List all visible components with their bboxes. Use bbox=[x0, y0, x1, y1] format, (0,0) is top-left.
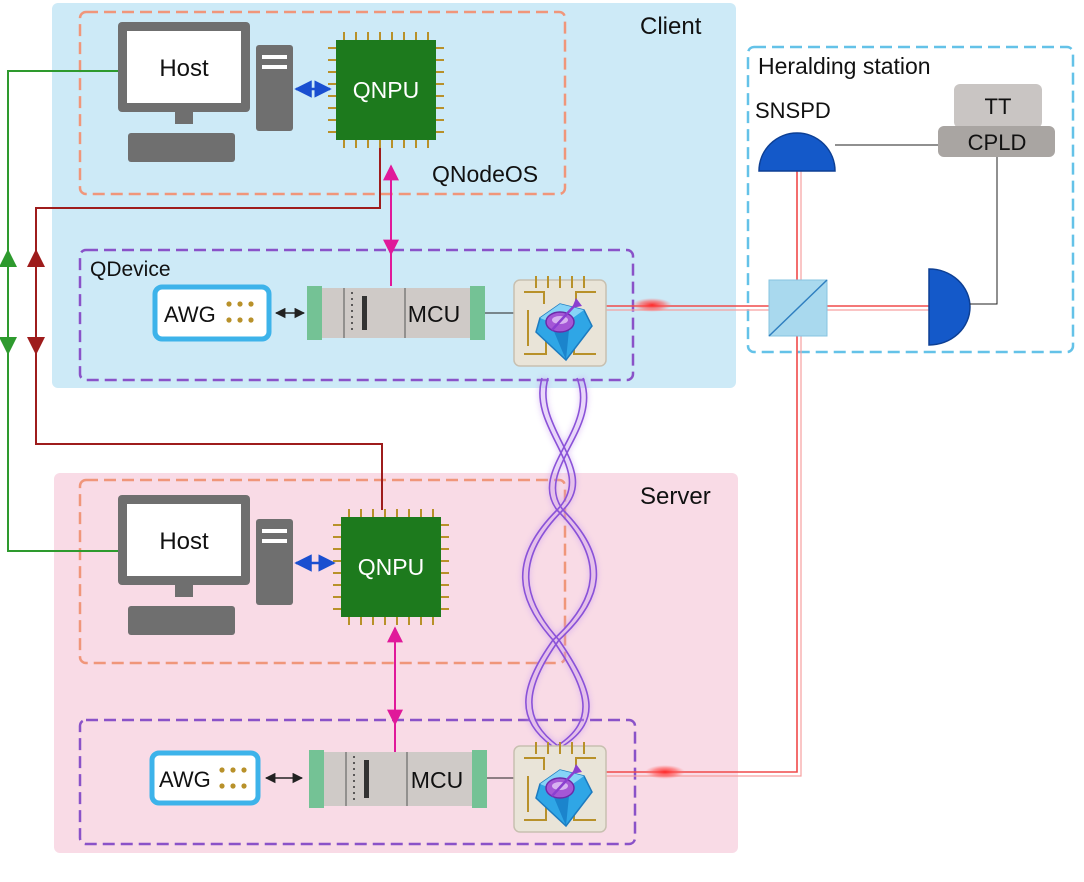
client-nv-chip bbox=[512, 274, 608, 368]
client-host-label: Host bbox=[159, 55, 209, 82]
client-mcu-label: MCU bbox=[408, 301, 460, 327]
server-host-label: Host bbox=[159, 528, 209, 555]
cpld-label: CPLD bbox=[968, 130, 1027, 155]
tt-label: TT bbox=[985, 94, 1012, 119]
client-mcu bbox=[307, 286, 485, 340]
heralding-station-box bbox=[746, 45, 1075, 354]
client-host-computer bbox=[118, 22, 293, 162]
server-qnpu-chip bbox=[332, 508, 450, 626]
optical-paths bbox=[578, 170, 930, 779]
client-title: Client bbox=[640, 13, 702, 40]
server-awg-label: AWG bbox=[159, 767, 211, 792]
server-title: Server bbox=[640, 483, 711, 510]
photon-glow-server bbox=[645, 765, 685, 779]
server-host-computer bbox=[118, 495, 293, 635]
detector-to-cpld-link-2 bbox=[970, 156, 998, 305]
client-qnpu-chip bbox=[327, 31, 445, 149]
client-qdevice-label: QDevice bbox=[90, 258, 171, 281]
tt-box bbox=[954, 84, 1042, 128]
cpld-box bbox=[938, 126, 1055, 157]
client-awg-label: AWG bbox=[164, 302, 216, 327]
heralding-title: Heralding station bbox=[758, 53, 931, 79]
snspd-detector-top bbox=[758, 132, 836, 172]
client-qnodeos-label: QNodeOS bbox=[432, 161, 538, 187]
client-qnodeos-box bbox=[78, 10, 567, 196]
snspd-detector-right bbox=[928, 268, 971, 346]
server-mcu bbox=[309, 750, 487, 808]
client-qnpu-label: QNPU bbox=[353, 77, 419, 103]
server-qdevice-box bbox=[78, 718, 637, 846]
server-nv-chip bbox=[512, 740, 608, 834]
entanglement-link bbox=[521, 376, 598, 750]
server-qnodeos-box bbox=[78, 478, 567, 665]
server-mcu-label: MCU bbox=[411, 767, 463, 793]
client-awg bbox=[152, 284, 272, 342]
photon-glow-client bbox=[632, 298, 672, 312]
snspd-label: SNSPD bbox=[755, 98, 831, 123]
server-awg bbox=[149, 750, 261, 806]
client-qdevice-box bbox=[78, 248, 635, 382]
server-qnpu-label: QNPU bbox=[358, 554, 424, 580]
